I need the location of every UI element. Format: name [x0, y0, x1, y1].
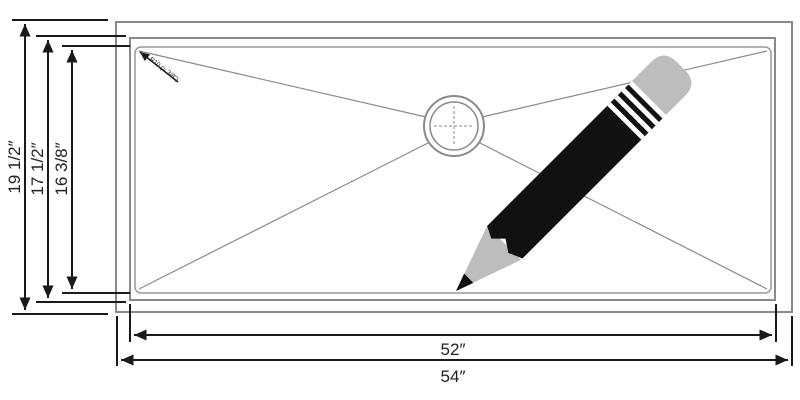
sink-body	[115, 21, 793, 313]
corner-radius-callout: R10 (= 3/8")	[139, 51, 180, 83]
dimension-inner-width: 52″	[129, 304, 777, 359]
inner-width-label: 52″	[441, 340, 466, 359]
dimension-middle-depth: 17 1/2″	[28, 35, 126, 303]
pencil-icon	[456, 55, 692, 291]
sink-outer-rim	[115, 21, 793, 313]
dimension-outer-width: 54″	[116, 316, 793, 386]
outer-width-label: 54″	[441, 367, 466, 386]
corner-radius-label: R10 (= 3/8")	[148, 56, 180, 83]
middle-depth-label: 17 1/2″	[28, 142, 47, 195]
dimension-outer-depth: 19 1/2″	[5, 19, 108, 315]
inner-depth-label: 16 3/8″	[52, 142, 71, 195]
basin-slope-lines	[138, 50, 768, 290]
dimension-inner-depth: 16 3/8″	[52, 45, 130, 294]
sink-inner-rim	[129, 37, 776, 301]
sink-basin	[134, 46, 772, 294]
outer-depth-label: 19 1/2″	[5, 140, 24, 193]
drain-icon	[423, 95, 485, 157]
